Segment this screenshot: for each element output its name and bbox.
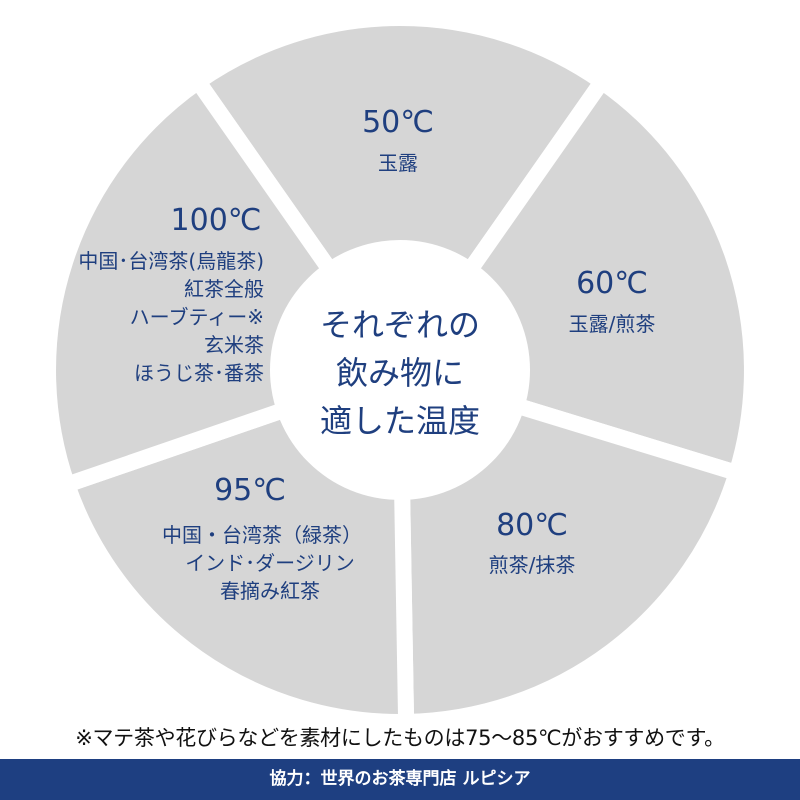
- segment-line: 中国･台湾茶(烏龍茶): [78, 249, 264, 273]
- segment-line: ハーブティー※: [130, 305, 264, 329]
- segment-temp: 80℃: [496, 508, 568, 543]
- center-caption: それぞれの 飲み物に 適した温度: [320, 306, 480, 440]
- segment-line: 玉露/煎茶: [569, 312, 656, 336]
- segment-60c: 60℃ 玉露/煎茶: [569, 266, 656, 336]
- segment-line: 玄米茶: [204, 333, 264, 357]
- segment-95c: 95℃ 中国・台湾茶（緑茶） インド･ダージリン 春摘み紅茶: [162, 473, 362, 603]
- segment-100c: 100℃ 中国･台湾茶(烏龍茶) 紅茶全般 ハーブティー※ 玄米茶 ほうじ茶･番…: [78, 203, 264, 385]
- segment-50c: 50℃ 玉露: [362, 105, 434, 175]
- segment-line: 煎茶/抹茶: [489, 553, 576, 577]
- center-line: 飲み物に: [336, 354, 464, 392]
- segment-line: 春摘み紅茶: [220, 579, 320, 603]
- segment-line: 玉露: [378, 151, 418, 175]
- center-hub: [270, 240, 530, 500]
- segment-line: 紅茶全般: [184, 277, 264, 301]
- center-line: それぞれの: [320, 306, 480, 344]
- segment-temp: 50℃: [362, 105, 434, 140]
- segment-line: 中国・台湾茶（緑茶）: [162, 523, 362, 547]
- footnote: ※マテ茶や花びらなどを素材にしたものは75〜85℃がおすすめです。: [75, 726, 725, 750]
- segment-temp: 60℃: [576, 266, 648, 301]
- segment-temp: 95℃: [214, 473, 286, 508]
- segment-line: インド･ダージリン: [185, 551, 355, 575]
- segment-80c: 80℃ 煎茶/抹茶: [489, 508, 576, 577]
- credit-bar: 協力：世界のお茶専門店 ルピシア: [0, 759, 800, 800]
- segment-temp: 100℃: [171, 203, 262, 238]
- temperature-wheel: 50℃ 玉露 60℃ 玉露/煎茶 80℃ 煎茶/抹茶 95℃ 中国・台湾茶（緑茶…: [48, 10, 752, 720]
- segment-line: ほうじ茶･番茶: [134, 361, 264, 385]
- center-line: 適した温度: [320, 402, 480, 440]
- segment-wedge-50c: [186, 10, 614, 384]
